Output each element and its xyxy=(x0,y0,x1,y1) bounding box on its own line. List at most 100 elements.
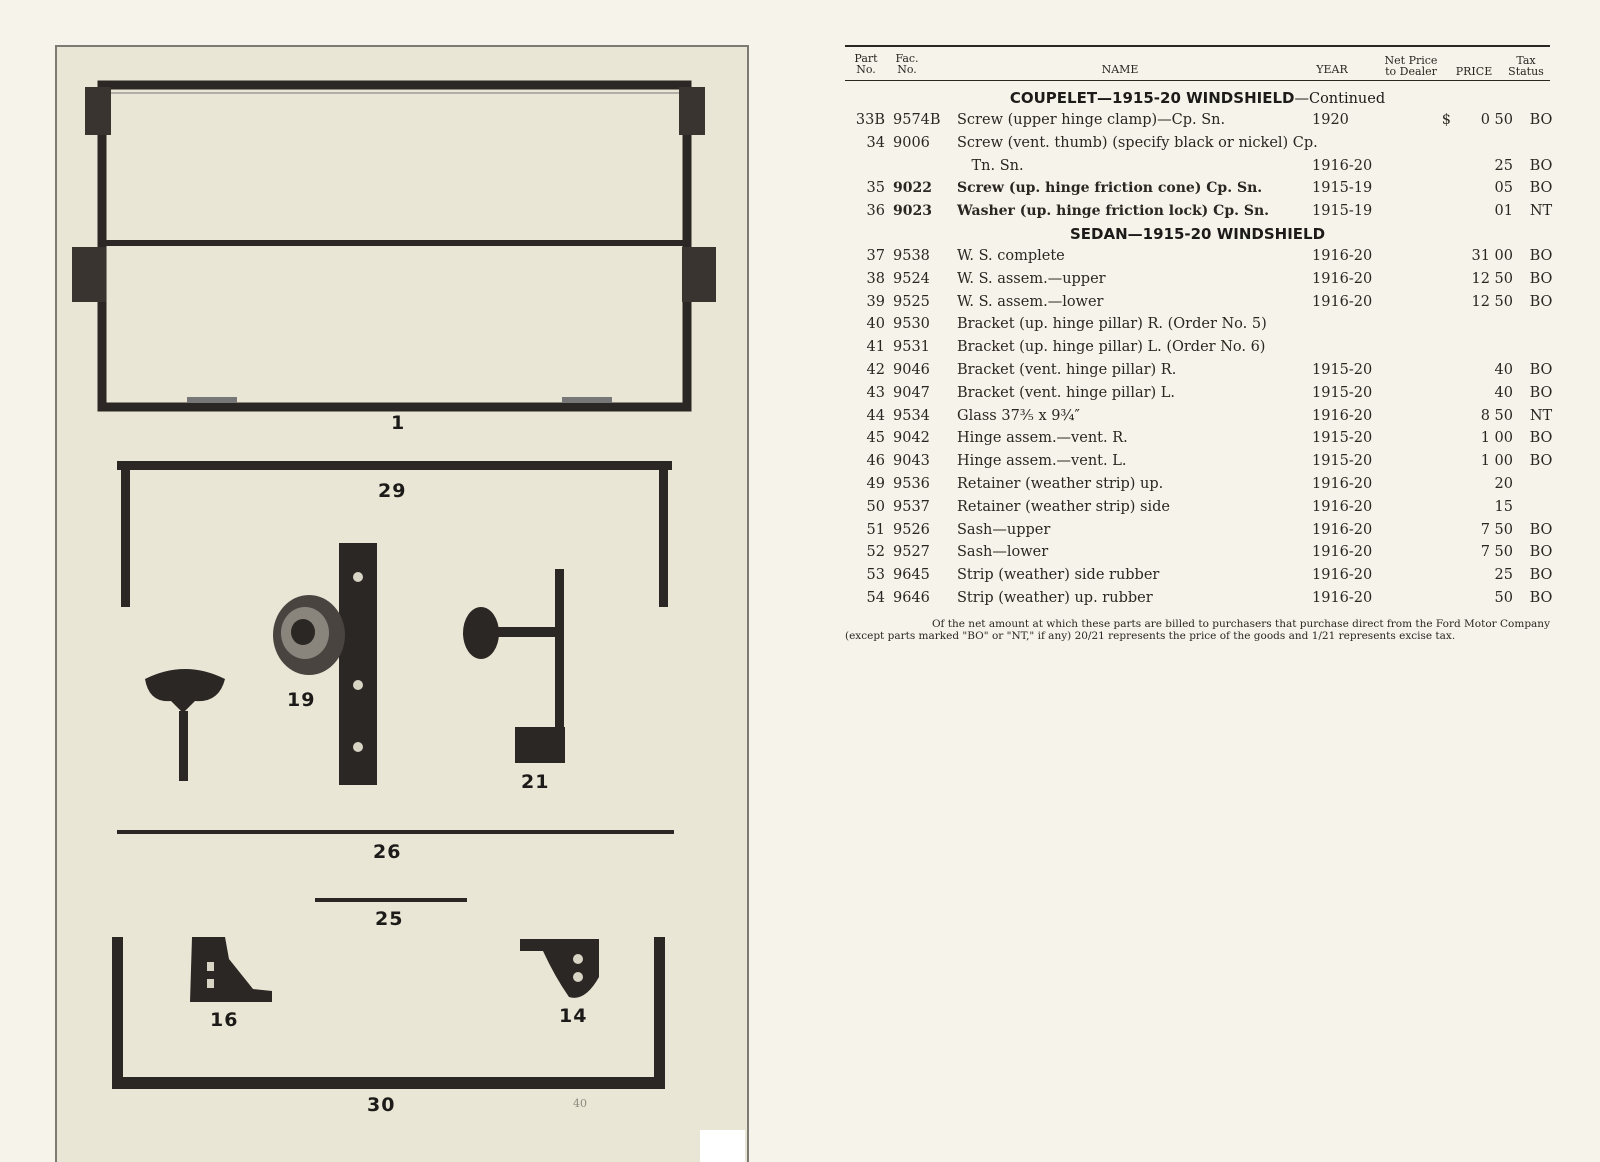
factory-number: 9537 xyxy=(893,498,930,515)
factory-number: 9531 xyxy=(893,339,930,356)
thumb-screw-drawing xyxy=(145,669,225,781)
price-value: 20 xyxy=(1494,475,1513,492)
factory-number: 9046 xyxy=(893,361,930,378)
year-range: 1916-20 xyxy=(1312,270,1373,287)
tax-status: BO xyxy=(1529,453,1553,470)
part-number: 43 xyxy=(866,384,885,401)
bracket-16-drawing xyxy=(190,937,272,1002)
factory-number: 9047 xyxy=(893,384,930,401)
header-year: YEAR xyxy=(1316,63,1348,76)
tax-status: BO xyxy=(1529,544,1553,561)
tax-status: BO xyxy=(1529,521,1553,538)
price-value: 1 00 xyxy=(1480,453,1513,470)
part-name: Strip (weather) up. rubber xyxy=(957,589,1153,606)
factory-number: 9042 xyxy=(893,430,930,447)
section-heading-sedan: SEDAN—1915-20 WINDSHIELD xyxy=(1069,224,1326,243)
part-name: Screw (up. hinge friction cone) Cp. Sn. xyxy=(957,180,1263,197)
part-name: Retainer (weather strip) up. xyxy=(957,475,1164,492)
year-range: 1916-20 xyxy=(1312,475,1373,492)
factory-number: 9645 xyxy=(893,567,930,584)
factory-number: 9526 xyxy=(893,521,930,538)
year-range: 1915-19 xyxy=(1312,203,1373,220)
tax-status: BO xyxy=(1529,589,1553,606)
part-name: Hinge assem.—vent. L. xyxy=(957,453,1127,470)
year-range: 1916-20 xyxy=(1312,589,1373,606)
factory-number: 9524 xyxy=(893,270,930,287)
tax-status: BO xyxy=(1529,293,1553,310)
parts-drawing xyxy=(72,80,716,1089)
header-net-price: Net Price to Dealer xyxy=(1384,54,1438,78)
price-value: 7 50 xyxy=(1480,521,1513,538)
price-value: 0 50 xyxy=(1480,112,1513,128)
header-price: PRICE xyxy=(1455,65,1493,78)
factory-number: 9527 xyxy=(893,544,930,561)
price-value: 25 xyxy=(1494,567,1513,584)
figure-label-29: 29 xyxy=(378,480,407,502)
factory-number: 9530 xyxy=(893,316,930,333)
part-name: W. S. assem.—upper xyxy=(957,270,1106,287)
factory-number: 9646 xyxy=(893,589,930,606)
year-range: 1915-20 xyxy=(1312,361,1373,378)
part-name: Bracket (vent. hinge pillar) L. xyxy=(957,384,1176,401)
price-value: 31 00 xyxy=(1471,247,1513,264)
part-number: 53 xyxy=(866,567,885,584)
part-number: 44 xyxy=(866,407,885,424)
upper-sash-drawing xyxy=(117,461,672,607)
part-name: Sash—lower xyxy=(957,544,1049,561)
tax-status: BO xyxy=(1529,270,1553,287)
year-range: 1916-20 xyxy=(1312,521,1373,538)
figure-label-14: 14 xyxy=(559,1005,588,1027)
part-name: Hinge assem.—vent. R. xyxy=(957,430,1128,447)
figure-label-25: 25 xyxy=(375,908,404,930)
factory-number: 9525 xyxy=(893,293,930,310)
lower-sash-drawing xyxy=(112,937,665,1089)
vent-hinge-drawing xyxy=(463,569,565,763)
figure-label-1: 1 xyxy=(391,412,406,434)
figure-label-21: 21 xyxy=(521,771,550,793)
parts-illustration-plate: 1 29 19 21 26 25 16 14 30 40 xyxy=(55,45,749,1162)
price-value: 8 50 xyxy=(1480,407,1513,424)
price-value: 1 00 xyxy=(1480,430,1513,447)
year-range: 1915-20 xyxy=(1312,430,1373,447)
weather-strip-drawing xyxy=(117,830,674,834)
part-name: Washer (up. hinge friction lock) Cp. Sn. xyxy=(957,203,1270,220)
year-range: 1920 xyxy=(1312,112,1349,128)
part-number: 54 xyxy=(866,589,885,606)
price-value: 40 xyxy=(1494,361,1513,378)
bracket-14-drawing xyxy=(520,939,599,998)
part-number: 35 xyxy=(866,180,885,197)
hinge-pillar-bracket-drawing xyxy=(273,543,377,785)
price-value: 01 xyxy=(1494,203,1513,220)
part-name: W. S. assem.—lower xyxy=(957,293,1104,310)
section-heading-coupelet: COUPELET—1915-20 WINDSHIELD—Continued xyxy=(1009,89,1386,107)
part-name: Bracket (vent. hinge pillar) R. xyxy=(957,361,1177,378)
tax-status: BO xyxy=(1529,247,1553,264)
scan-patch xyxy=(700,1130,745,1162)
part-name: Bracket (up. hinge pillar) L. (Order No.… xyxy=(957,339,1266,356)
price-value: 05 xyxy=(1494,180,1513,197)
part-number: 52 xyxy=(866,544,885,561)
price-value: 12 50 xyxy=(1471,293,1513,310)
figure-label-16: 16 xyxy=(210,1009,239,1031)
part-name: Screw (vent. thumb) (specify black or ni… xyxy=(957,134,1318,151)
part-name: Retainer (weather strip) side xyxy=(957,498,1170,515)
part-number: 33B xyxy=(855,112,885,128)
footnote: Of the net amount at which these parts a… xyxy=(845,618,1550,642)
